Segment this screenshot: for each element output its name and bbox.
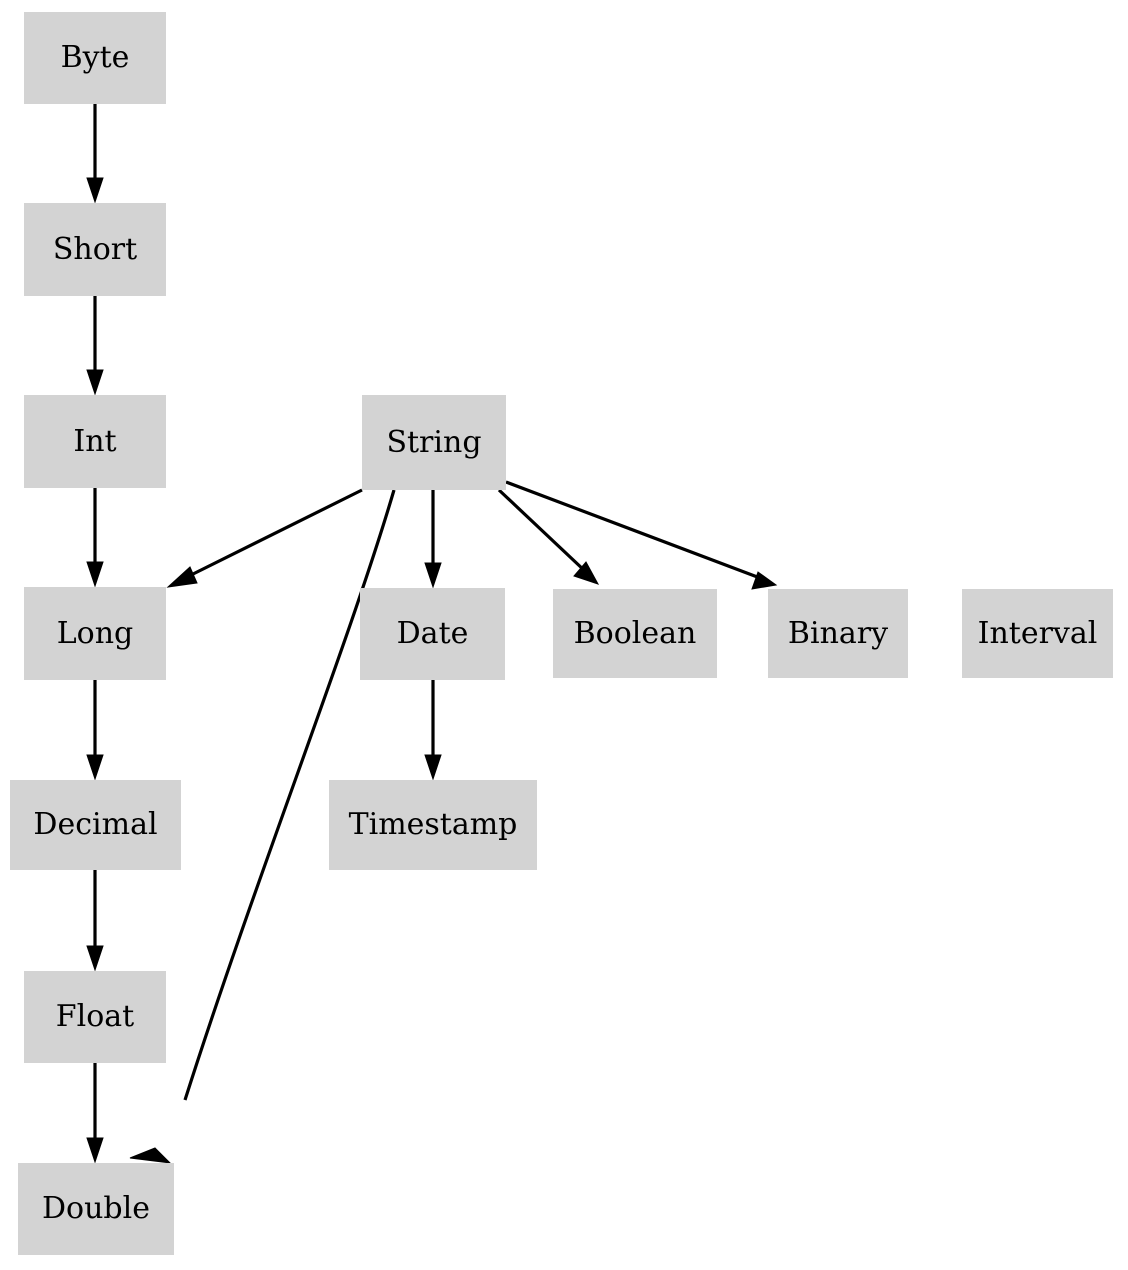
node-short[interactable]: Short — [24, 203, 166, 296]
node-int[interactable]: Int — [24, 395, 166, 488]
node-decimal[interactable]: Decimal — [10, 780, 181, 870]
node-boolean[interactable]: Boolean — [553, 589, 717, 678]
node-date[interactable]: Date — [360, 588, 505, 680]
node-timestamp[interactable]: Timestamp — [329, 780, 537, 870]
node-interval[interactable]: Interval — [962, 589, 1113, 678]
node-string[interactable]: String — [362, 395, 506, 490]
node-binary[interactable]: Binary — [768, 589, 908, 678]
node-byte[interactable]: Byte — [24, 12, 166, 104]
node-double[interactable]: Double — [18, 1163, 174, 1255]
node-float[interactable]: Float — [24, 971, 166, 1063]
node-long[interactable]: Long — [24, 587, 166, 680]
